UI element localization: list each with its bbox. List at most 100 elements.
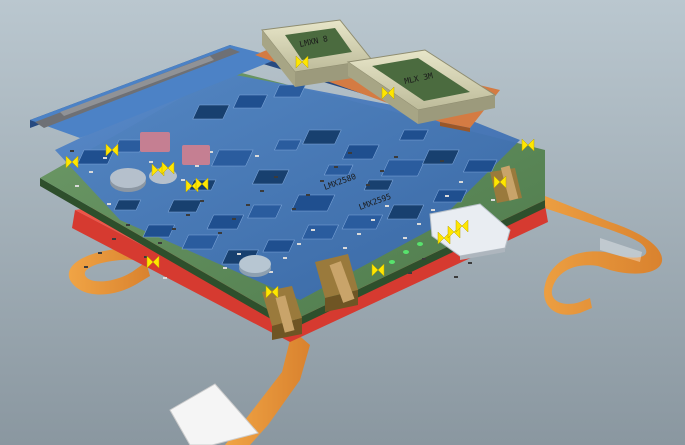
ic-chip <box>422 149 460 165</box>
yellow-marker <box>455 219 469 233</box>
passive-component <box>163 277 167 279</box>
passive-component <box>371 219 375 221</box>
passive-component <box>172 228 176 230</box>
yellow-marker <box>437 231 451 245</box>
ic-chip <box>232 94 268 109</box>
rf-module-1: LMXN 8 <box>261 19 373 87</box>
trim-potentiometers <box>262 165 522 340</box>
passive-component <box>181 179 185 181</box>
passive-component <box>218 232 222 234</box>
passive-component <box>366 184 370 186</box>
passive-component <box>200 200 204 202</box>
passive-component <box>195 165 199 167</box>
passive-component <box>237 253 241 255</box>
passive-component <box>380 170 384 172</box>
passive-component <box>126 224 130 226</box>
yellow-marker <box>146 255 160 269</box>
passive-component <box>103 157 107 159</box>
passive-component <box>468 262 472 264</box>
ic-chip <box>251 169 290 185</box>
potentiometer-2 <box>315 254 358 312</box>
passive-component <box>306 194 310 196</box>
ic-chip <box>386 204 425 220</box>
passive-component <box>459 181 463 183</box>
passive-component <box>107 203 111 205</box>
ic-chip <box>206 214 245 230</box>
daughter-board: LMXN 8 MLX 3M <box>255 19 500 132</box>
ic-chip <box>142 224 176 238</box>
passive-component <box>422 258 426 260</box>
passive-component <box>223 267 227 269</box>
passive-component <box>149 161 153 163</box>
passive-component <box>394 156 398 158</box>
yellow-marker <box>521 138 535 152</box>
bottom-flex-cable <box>169 330 310 445</box>
status-leds <box>389 242 423 264</box>
ic-chip <box>432 189 468 203</box>
passive-component <box>385 205 389 207</box>
ic-chip <box>211 149 254 167</box>
yellow-marker <box>493 175 507 189</box>
upper-blue-pcb <box>30 45 470 138</box>
passive-component <box>232 218 236 220</box>
passive-component <box>334 166 338 168</box>
ic-components <box>70 84 500 279</box>
ic-chip <box>301 224 340 240</box>
passive-component <box>491 199 495 201</box>
passive-component <box>84 266 88 268</box>
yellow-marker <box>161 161 175 175</box>
passive-component <box>357 233 361 235</box>
passive-component <box>260 190 264 192</box>
passive-component <box>209 151 213 153</box>
ic-chip <box>274 139 302 151</box>
ic-chip <box>399 129 429 141</box>
yellow-marker <box>105 143 119 157</box>
ic-chip <box>341 214 384 230</box>
passive-component <box>403 237 407 239</box>
yellow-markers <box>65 55 535 299</box>
passive-component <box>158 242 162 244</box>
passive-component <box>348 152 352 154</box>
ic-chip <box>273 84 306 98</box>
passive-component <box>274 176 278 178</box>
passive-component <box>343 247 347 249</box>
yellow-marker <box>381 86 395 100</box>
ic-chip <box>167 199 203 213</box>
yellow-marker <box>65 155 79 169</box>
ic-chip <box>181 234 219 250</box>
passive-component <box>89 171 93 173</box>
passive-component <box>417 223 421 225</box>
yellow-marker <box>195 177 209 191</box>
passive-component <box>112 238 116 240</box>
passive-component <box>408 272 412 274</box>
ic-chip <box>342 144 380 160</box>
ic-chip <box>113 199 142 211</box>
ic-chip <box>247 204 283 219</box>
passive-component <box>292 208 296 210</box>
passive-component <box>75 185 79 187</box>
passive-component <box>255 155 259 157</box>
passive-component <box>269 271 273 273</box>
passive-component <box>246 204 250 206</box>
ic-chip <box>290 194 336 212</box>
inductors <box>110 132 271 277</box>
ic-chip <box>381 159 426 177</box>
passive-component <box>283 257 287 259</box>
ic-chip <box>192 104 230 120</box>
ic-chip <box>323 164 354 176</box>
ic-chip <box>77 149 115 165</box>
white-flex-connector <box>169 383 259 445</box>
passive-component <box>431 209 435 211</box>
passive-component <box>186 214 190 216</box>
potentiometer-1 <box>262 286 302 340</box>
passive-component <box>440 160 444 162</box>
passive-component <box>445 195 449 197</box>
passive-component <box>311 229 315 231</box>
passive-component <box>454 276 458 278</box>
passive-component <box>70 150 74 152</box>
ic-chip <box>262 239 295 253</box>
passive-component <box>98 252 102 254</box>
yellow-marker <box>295 55 309 69</box>
